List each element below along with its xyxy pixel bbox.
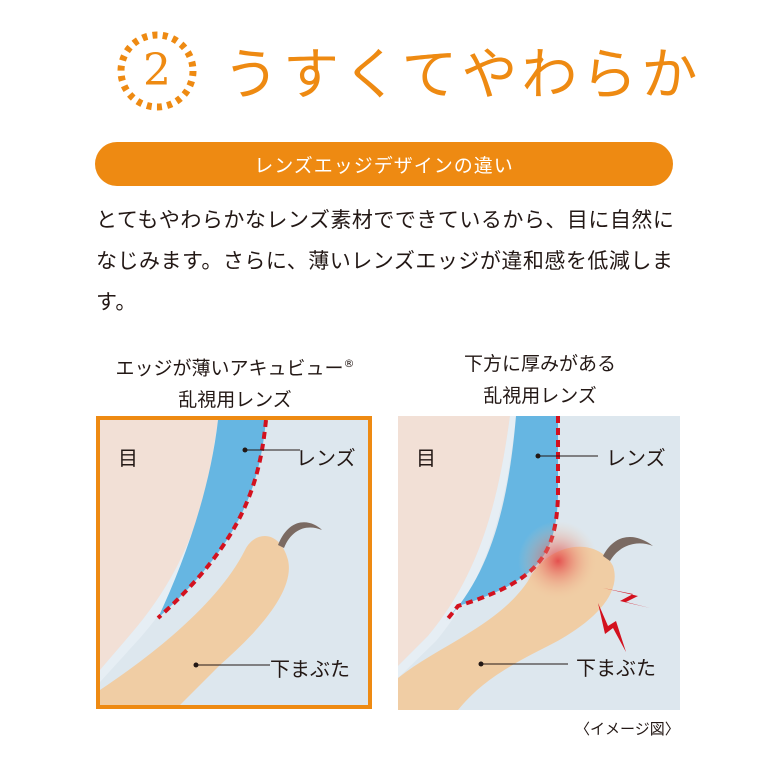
page-title: うすくてやわらか (223, 43, 702, 108)
description-text: とてもやわらかなレンズ素材でできているから、目に自然になじみます。さらに、薄いレ… (96, 208, 675, 314)
left-column-title: エッジが薄いアキュビュー® 乱視用レンズ (90, 348, 380, 416)
right-title-line1: 下方に厚みがある (463, 353, 616, 375)
section-subtitle-pill: レンズエッジデザインの違い (95, 142, 673, 186)
eye-label: 目 (416, 446, 436, 470)
dashed-circle-icon (117, 31, 197, 110)
lens-label: レンズ (296, 446, 356, 470)
section-heading: 2 うすくてやわらか (115, 28, 701, 113)
thin-edge-illustration (100, 420, 368, 705)
thin-edge-lens-diagram: 目 レンズ 下まぶた (96, 416, 372, 709)
thick-edge-lens-diagram: 目 レンズ 下まぶた (398, 416, 680, 710)
eye-label: 目 (118, 446, 138, 470)
image-caption: 〈イメージ図〉 (575, 720, 680, 738)
left-title-line2: 乱視用レンズ (178, 389, 292, 412)
lens-label: レンズ (606, 446, 666, 470)
number-badge: 2 (115, 29, 199, 113)
left-title-line1: エッジが薄いアキュビュー (115, 357, 344, 380)
thick-edge-illustration (398, 416, 680, 710)
lower-eyelid-label: 下まぶた (576, 656, 656, 680)
section-number: 2 (143, 45, 171, 96)
right-title-line2: 乱視用レンズ (483, 385, 597, 407)
registered-mark: ® (343, 357, 355, 370)
right-column-title: 下方に厚みがある 乱視用レンズ (395, 348, 685, 412)
lower-eyelid-label: 下まぶた (270, 657, 350, 681)
